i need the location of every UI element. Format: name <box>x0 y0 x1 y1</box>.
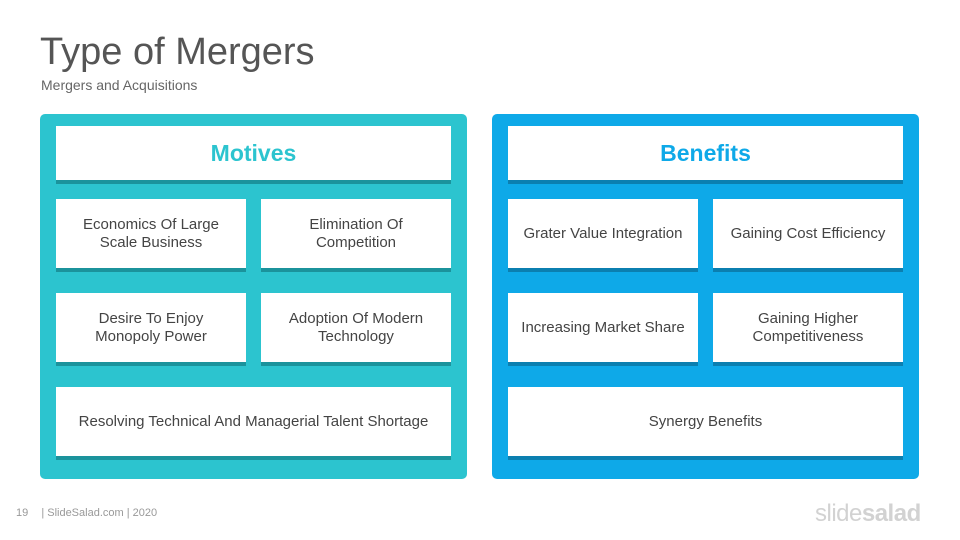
motive-card: Adoption Of Modern Technology <box>261 293 451 362</box>
motive-card: Desire To Enjoy Monopoly Power <box>56 293 246 362</box>
logo-text-part2: salad <box>861 500 921 527</box>
motive-card: Resolving Technical And Managerial Talen… <box>56 387 451 456</box>
benefits-panel: Benefits Grater Value Integration Gainin… <box>492 114 919 479</box>
benefit-card: Gaining Higher Competitiveness <box>713 293 903 362</box>
footer-text: | SlideSalad.com | 2020 <box>41 507 158 519</box>
motive-card: Economics Of Large Scale Business <box>56 199 246 268</box>
benefit-card: Increasing Market Share <box>508 293 698 362</box>
benefit-card: Grater Value Integration <box>508 199 698 268</box>
page-number: 19 <box>16 507 29 519</box>
slide-subtitle: Mergers and Acquisitions <box>41 77 198 93</box>
motive-card: Elimination Of Competition <box>261 199 451 268</box>
motives-header: Motives <box>56 126 451 180</box>
slide-title: Type of Mergers <box>40 31 315 73</box>
logo-text-part1: slide <box>815 500 862 527</box>
benefit-card: Synergy Benefits <box>508 387 903 456</box>
slide-footer: 19 | SlideSalad.com | 2020 <box>16 507 157 519</box>
brand-logo: slidesalad <box>815 500 921 528</box>
benefits-header: Benefits <box>508 126 903 180</box>
motives-panel: Motives Economics Of Large Scale Busines… <box>40 114 467 479</box>
benefit-card: Gaining Cost Efficiency <box>713 199 903 268</box>
